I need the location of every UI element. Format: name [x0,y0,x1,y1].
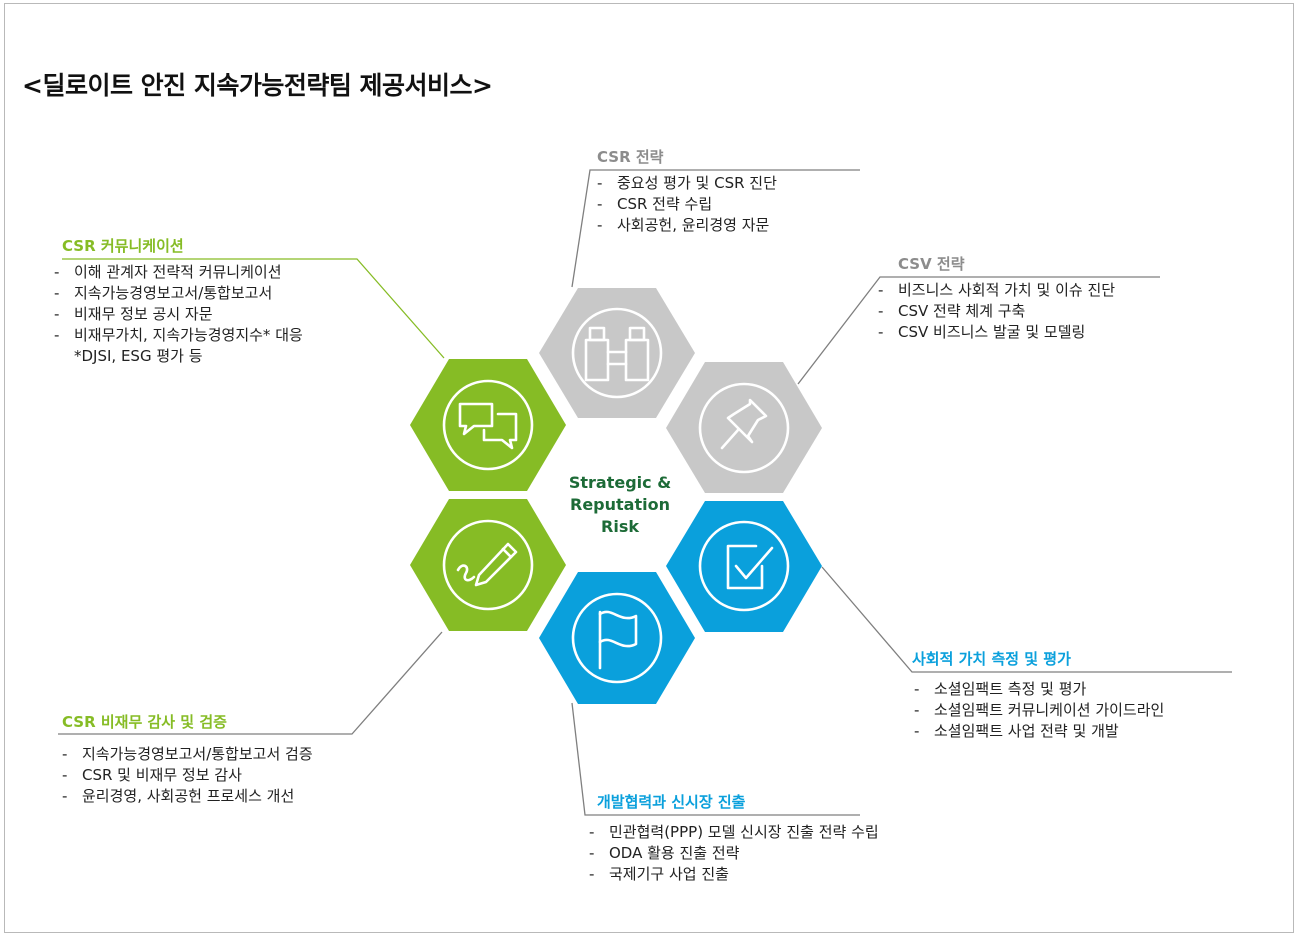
pen-signature-icon [442,519,534,611]
list-item: -사회공헌, 윤리경영 자문 [597,216,770,234]
connector-csr-comm [62,258,445,359]
binoculars-icon [571,307,663,399]
item-list: -지속가능경영보고서/통합보고서 검증 -CSR 및 비재무 정보 감사 -윤리… [62,744,313,807]
item-list: -민관협력(PPP) 모델 신시장 진출 전략 수립 -ODA 활용 진출 전략… [589,822,879,885]
list-item: -ODA 활용 진출 전략 [589,844,740,862]
connector-csv-strategy [797,276,1160,385]
list-item: -국제기구 사업 진출 [589,865,729,883]
section-heading: CSV 전략 [898,255,965,273]
section-heading: CSR 커뮤니케이션 [62,237,184,255]
connector-csr-audit [58,631,443,735]
list-item: -CSR 전략 수립 [597,195,713,213]
list-item: -비즈니스 사회적 가치 및 이슈 진단 [878,281,1116,299]
hex-social-value [666,501,822,632]
section-heading: 사회적 가치 측정 및 평가 [912,650,1071,668]
section-csr-strategy: CSR 전략 -중요성 평가 및 CSR 진단 -CSR 전략 수립 -사회공헌… [597,146,777,236]
list-item: -비재무가치, 지속가능경영지수* 대응 [54,326,303,344]
footnote: *DJSI, ESG 평가 등 [74,347,203,365]
list-item: -소셜임팩트 사업 전략 및 개발 [914,722,1119,740]
section-dev-cooperation: 개발협력과 신시장 진출 -민관협력(PPP) 모델 신시장 진출 전략 수립 … [589,791,879,885]
list-item: -지속가능경영보고서/통합보고서 [54,284,273,302]
list-item: -CSV 전략 체계 구축 [878,302,1026,320]
item-list: -이해 관계자 전략적 커뮤니케이션 -지속가능경영보고서/통합보고서 -비재무… [54,262,303,367]
center-line-3: Risk [601,517,639,536]
list-item: -비재무 정보 공시 자문 [54,305,213,323]
list-item: -윤리경영, 사회공헌 프로세스 개선 [62,787,295,805]
connector-social-value [821,566,1232,673]
list-item: -지속가능경영보고서/통합보고서 검증 [62,745,313,763]
center-line-1: Strategic & [568,473,672,492]
hex-csv-strategy [666,362,822,493]
section-csv-strategy: CSV 전략 -비즈니스 사회적 가치 및 이슈 진단 -CSV 전략 체계 구… [878,253,1115,343]
item-list: -비즈니스 사회적 가치 및 이슈 진단 -CSV 전략 체계 구축 -CSV … [878,280,1115,343]
center-label: Strategic & Reputation Risk [560,472,680,538]
item-list: -소셜임팩트 측정 및 평가 -소셜임팩트 커뮤니케이션 가이드라인 -소셜임팩… [914,679,1164,742]
section-heading: CSR 비재무 감사 및 검증 [62,713,227,731]
list-item: -소셜임팩트 커뮤니케이션 가이드라인 [914,701,1165,719]
section-social-value: 사회적 가치 측정 및 평가 -소셜임팩트 측정 및 평가 -소셜임팩트 커뮤니… [912,648,1164,742]
checkbox-icon [698,520,790,612]
list-item: -CSR 및 비재무 정보 감사 [62,766,242,784]
speech-bubbles-icon [442,379,534,471]
section-csr-audit: CSR 비재무 감사 및 검증 -지속가능경영보고서/통합보고서 검증 -CSR… [62,711,313,807]
pushpin-icon [698,382,790,474]
item-list: -중요성 평가 및 CSR 진단 -CSR 전략 수립 -사회공헌, 윤리경영 … [597,173,777,236]
flag-icon [571,592,663,684]
list-item: -중요성 평가 및 CSR 진단 [597,174,777,192]
connector-csr-strategy [571,169,860,288]
section-heading: 개발협력과 신시장 진출 [597,793,746,811]
hex-dev-coop [539,572,695,704]
list-item: -이해 관계자 전략적 커뮤니케이션 [54,263,282,281]
list-item: -CSV 비즈니스 발굴 및 모델링 [878,323,1086,341]
page-title: <딜로이트 안진 지속가능전략팀 제공서비스> [22,71,493,100]
connector-dev-coop [571,702,860,816]
list-item: -민관협력(PPP) 모델 신시장 진출 전략 수립 [589,823,879,841]
center-line-2: Reputation [570,495,670,514]
section-heading: CSR 전략 [597,148,664,166]
section-csr-communication: CSR 커뮤니케이션 -이해 관계자 전략적 커뮤니케이션 -지속가능경영보고서… [54,235,303,367]
list-item: -소셜임팩트 측정 및 평가 [914,680,1087,698]
